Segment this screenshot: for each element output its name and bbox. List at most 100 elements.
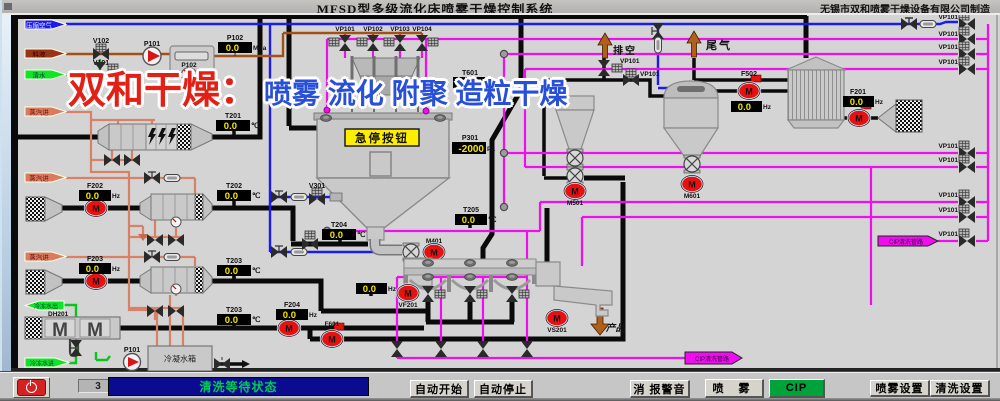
svg-text:M: M [328, 335, 336, 345]
display-f502: F502 0.0 Hz [731, 71, 772, 113]
right-valve-column[interactable]: VP101 VP101 VP101 VP101 VP101 VP101 VP10… [938, 11, 975, 247]
svg-text:T201: T201 [225, 113, 241, 120]
fan-f204: M [276, 311, 302, 338]
watermark-blue: 喷雾 流化 附聚 造粒干燥 [264, 78, 568, 109]
svg-text:V301: V301 [309, 183, 325, 190]
nozzle-assembly [350, 56, 421, 112]
electric-heater [97, 123, 213, 151]
valve-v101[interactable]: V101 [93, 60, 119, 78]
valve-vp103[interactable]: VP103 [383, 26, 410, 51]
svg-text:T204: T204 [331, 222, 347, 229]
valve-vp102[interactable]: VP102 [356, 26, 383, 51]
mute-alarm-button[interactable]: 消 报警音 [630, 380, 690, 398]
valve-vp101[interactable]: VP101 [328, 26, 355, 51]
svg-text:M: M [571, 187, 579, 197]
svg-text:Pa: Pa [487, 146, 495, 153]
exhaust-silencer [877, 99, 923, 134]
condensate-tank: 冷凝水箱 [147, 345, 213, 372]
chilled-water-valve[interactable] [69, 340, 82, 356]
svg-text:0.0: 0.0 [86, 191, 99, 202]
display-f204: F204 0.0 Hz [276, 302, 318, 321]
svg-text:M601: M601 [684, 193, 701, 200]
svg-text:P102: P102 [227, 35, 243, 42]
svg-text:M: M [285, 324, 293, 334]
svg-text:蒸汽进: 蒸汽进 [29, 174, 49, 183]
display-t205: T205 0.0 ℃ [455, 207, 497, 226]
clean-settings-button[interactable]: 清洗设置 [930, 380, 990, 397]
svg-text:VP101: VP101 [640, 71, 660, 78]
titlebar-highlight [0, 13, 1000, 15]
svg-text:清水: 清水 [33, 71, 47, 80]
tower-rotary-valve: M401 M [402, 238, 447, 262]
svg-text:0.0: 0.0 [226, 43, 239, 54]
heater1-drain-valves[interactable] [104, 154, 184, 317]
svg-text:T203: T203 [226, 258, 242, 265]
tower-window [369, 151, 392, 177]
svg-text:0.0: 0.0 [225, 191, 238, 202]
banner-chilled-water-out: 冷冻水出 [23, 300, 65, 311]
svg-text:VP101: VP101 [938, 143, 958, 150]
main-air-ducts [18, 13, 809, 342]
valve-line-vp101[interactable]: VP101 [623, 68, 660, 86]
svg-text:尾气: 尾气 [705, 38, 732, 52]
svg-text:0.0: 0.0 [850, 97, 863, 108]
svg-text:M: M [855, 114, 863, 124]
emergency-stop-button[interactable]: 急停按钮 [344, 128, 420, 147]
gauge-p102: P102 [180, 62, 198, 84]
svg-text:P102: P102 [181, 62, 197, 69]
page-title: MFSD型多级流化床喷雾干燥控制系统 [316, 2, 554, 16]
svg-text:蒸汽进: 蒸汽进 [29, 108, 49, 117]
status-bar: 清洗等待状态 [108, 377, 369, 396]
air-valve-lower-line[interactable] [271, 245, 308, 258]
air-valve-drop[interactable] [651, 23, 664, 54]
steam2-valve[interactable] [144, 171, 181, 184]
air-valve-top[interactable] [901, 17, 937, 30]
spray-settings-button[interactable]: 喷雾设置 [870, 380, 930, 397]
svg-text:VP101: VP101 [938, 59, 958, 66]
spray-button[interactable]: 喷 雾 [705, 379, 764, 398]
vibrator-motor-vf201: M VF201 [395, 283, 421, 309]
power-button[interactable] [13, 377, 50, 398]
svg-text:VP102: VP102 [363, 26, 383, 33]
svg-text:Hz: Hz [112, 266, 121, 273]
svg-text:VP101: VP101 [938, 231, 958, 238]
air-valve-v301-line[interactable]: V301 [271, 183, 343, 205]
valve-vent-vp101[interactable]: VP101 [598, 58, 640, 76]
banner-chilled-water-in: 冷冻水进 [24, 357, 71, 368]
svg-text:0.0: 0.0 [225, 266, 238, 277]
banner-feed-liquid: 料液 [24, 48, 68, 59]
intake-filter-1 [25, 196, 63, 222]
cip-button[interactable]: CIP [769, 379, 825, 398]
heat-exchanger-2 [139, 192, 213, 222]
svg-text:M: M [92, 204, 100, 214]
svg-text:0.0: 0.0 [460, 78, 473, 89]
svg-text:P101: P101 [144, 41, 160, 48]
svg-text:排空: 排空 [613, 44, 637, 57]
auto-start-button[interactable]: 自动开始 [410, 380, 469, 398]
svg-text:0.0: 0.0 [738, 102, 751, 113]
svg-text:CIP清洗管路: CIP清洗管路 [889, 238, 923, 246]
display-t203-condensate: T203 0.0 ℃ [217, 307, 261, 326]
svg-text:料液: 料液 [33, 50, 47, 59]
banner-compressed-air: 压缩空气 [24, 19, 68, 30]
svg-text:M: M [688, 180, 696, 190]
svg-text:M401: M401 [426, 238, 443, 245]
svg-text:压缩空气: 压缩空气 [26, 21, 53, 30]
title-bar: MFSD型多级流化床喷雾干燥控制系统 无锡市双和喷雾干燥设备有限公司制造 [2, 0, 1000, 16]
svg-text:VF201: VF201 [398, 302, 418, 309]
svg-text:M: M [745, 87, 753, 97]
steam3-valve[interactable] [144, 250, 181, 263]
svg-text:F601: F601 [325, 321, 340, 328]
auto-stop-button[interactable]: 自动停止 [474, 380, 533, 398]
watermark-red: 双和干燥： [68, 70, 259, 112]
banner-clean-water: 清水 [24, 69, 68, 80]
svg-text:T202: T202 [226, 183, 242, 190]
valve-v102[interactable]: V102 [93, 38, 109, 60]
valve-vp104[interactable]: VP104 [412, 26, 439, 51]
svg-text:VP104: VP104 [412, 26, 432, 33]
svg-text:M: M [92, 277, 100, 287]
svg-text:P301: P301 [462, 135, 478, 142]
cyclone-2: M M601 [662, 80, 720, 200]
svg-text:VP101: VP101 [335, 26, 355, 33]
